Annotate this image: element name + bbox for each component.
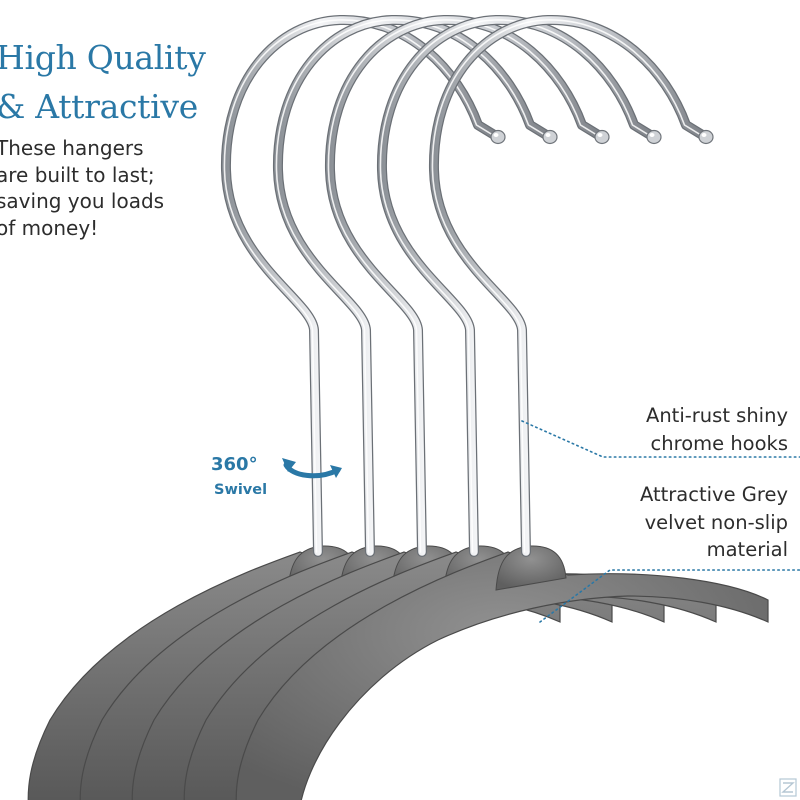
callout-velvet-line-1: Attractive Grey bbox=[639, 483, 788, 506]
callout-hooks-line-1: Anti-rust shiny bbox=[645, 404, 788, 427]
brand-mark-icon bbox=[779, 778, 797, 797]
rotate-arrow-icon bbox=[282, 458, 342, 479]
swivel-degrees-label: 360° bbox=[211, 454, 258, 475]
headline-line-2: & Attractive bbox=[0, 87, 198, 126]
intro-line-3: saving you loads bbox=[0, 189, 165, 213]
callout-velvet-material: Attractive Grey velvet non-slip material bbox=[640, 481, 788, 564]
intro-text: These hangers are built to last; saving … bbox=[0, 135, 164, 241]
chrome-hook bbox=[428, 14, 714, 557]
swivel-word-label: Swivel bbox=[214, 482, 268, 498]
headline-line-1: High Quality bbox=[0, 38, 206, 77]
callout-hooks-line-2: chrome hooks bbox=[650, 431, 788, 455]
leader-line-hooks bbox=[521, 420, 800, 458]
leader-line-velvet bbox=[539, 569, 800, 623]
callout-velvet-line-3: material bbox=[706, 538, 788, 561]
headline: High Quality & Attractive bbox=[0, 33, 206, 131]
chrome-hook bbox=[376, 14, 662, 557]
chrome-hook bbox=[324, 14, 610, 557]
callout-chrome-hooks: Anti-rust shiny chrome hooks bbox=[646, 402, 788, 457]
intro-line-2: are built to last; bbox=[0, 162, 155, 187]
chrome-hook bbox=[272, 14, 558, 557]
chrome-hook bbox=[220, 14, 506, 557]
callout-velvet-line-2: velvet non-slip bbox=[644, 510, 788, 534]
intro-line-1: These hangers bbox=[0, 136, 144, 160]
intro-line-4: of money! bbox=[0, 215, 99, 240]
